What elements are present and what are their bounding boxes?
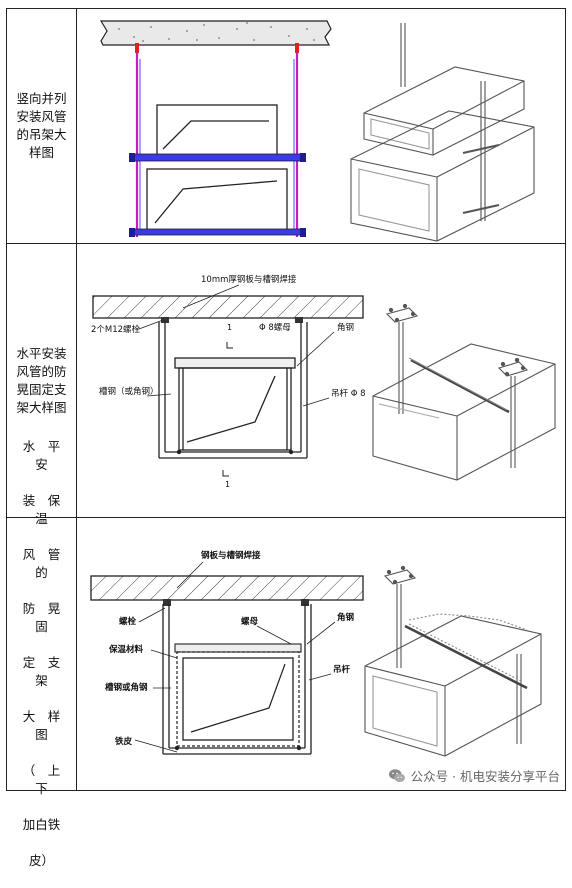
anno-rod: 吊杆 Φ 8 <box>331 388 366 399</box>
channel-frame <box>158 322 308 459</box>
row3-label-line: （ 上 下 <box>22 763 73 796</box>
row1-label: 竖向并列安装风管的吊架大样图 <box>16 91 67 160</box>
channel-frame <box>162 604 312 755</box>
duct-section <box>174 357 296 451</box>
row1-label-cell: 竖向并列安装风管的吊架大样图 <box>7 9 77 243</box>
row3-label-line: 皮） <box>28 853 54 868</box>
anno-bolt: 2个M12螺栓 <box>91 324 141 335</box>
upper-crossbar <box>130 153 306 162</box>
lower-crossbar <box>130 228 306 236</box>
row2-drawing: 10mm厚钢板与槽钢焊接 2个M12螺栓 1 Φ 8螺母 角钢 <box>79 244 565 517</box>
watermark: 公众号 · 机电安装分享平台 <box>383 764 564 787</box>
insulated-duct-section <box>174 643 302 747</box>
ceiling-slab <box>90 575 364 601</box>
anno-insulation: 保温材料 <box>108 644 144 655</box>
anno-channel: 槽钢或角钢 <box>105 682 148 693</box>
anno-bolt: 螺栓 <box>119 616 137 627</box>
drawing-sheet: 竖向并列安装风管的吊架大样图 <box>6 8 566 868</box>
row3-label-line: 水 平 安 <box>22 439 73 472</box>
section-mark-top: 1 <box>227 323 232 332</box>
isometric-braced-duct <box>372 303 556 481</box>
row3-label-line: 定 支 架 <box>22 655 73 688</box>
row3-diagram: 钢板与槽钢焊接 螺栓 螺母 角钢 保温材料 吊杆 槽钢或角钢 铁皮 <box>90 550 542 757</box>
anno-channel: 槽钢（或角钢） <box>99 386 159 397</box>
isometric-stacked-ducts <box>350 23 535 242</box>
anno-rod: 吊杆 <box>333 664 351 675</box>
section-mark-bottom: 1 <box>225 480 230 489</box>
row-vertical-hanger: 竖向并列安装风管的吊架大样图 <box>6 8 566 244</box>
lower-duct-section <box>146 168 288 232</box>
row2-label-cell: 水平安装风管的防晃固定支架大样图 <box>7 244 77 517</box>
row3-label: 水 平 安 装 保 温 风 管 的 防 晃 固 定 支 架 大 样 图 （ 上 … <box>11 420 73 888</box>
anno-iron: 铁皮 <box>115 736 133 747</box>
anno-angle: 角钢 <box>337 612 355 623</box>
anno-nut: Φ 8螺母 <box>259 322 291 333</box>
isometric-insulated-duct <box>364 565 542 757</box>
wechat-icon <box>388 768 405 782</box>
row3-label-line: 装 保 温 <box>22 493 73 526</box>
anno-top-weld: 钢板与槽钢焊接 <box>201 550 261 561</box>
concrete-slab <box>99 20 332 53</box>
row3-label-line: 风 管 的 <box>22 547 73 580</box>
row2-label: 水平安装风管的防晃固定支架大样图 <box>16 345 67 415</box>
anno-nut: 螺母 <box>241 616 259 627</box>
row1-drawing <box>79 9 565 243</box>
anno-angle: 角钢 <box>337 322 354 333</box>
upper-duct-section <box>156 104 278 158</box>
row1-diagram <box>99 20 535 242</box>
anno-top-weld: 10mm厚钢板与槽钢焊接 <box>201 274 297 285</box>
row-insulated-sway-brace: 水 平 安 装 保 温 风 管 的 防 晃 固 定 支 架 大 样 图 （ 上 … <box>6 439 566 868</box>
row3-drawing: 钢板与槽钢焊接 螺栓 螺母 角钢 保温材料 吊杆 槽钢或角钢 铁皮 <box>79 518 565 790</box>
row3-label-line: 大 样 图 <box>22 709 73 742</box>
row3-label-line: 加白铁 <box>22 817 61 832</box>
ceiling-slab <box>92 295 364 319</box>
row3-label-line: 防 晃 固 <box>22 601 73 634</box>
watermark-text: 公众号 · 机电安装分享平台 <box>410 769 560 784</box>
row-horizontal-sway-brace: 水平安装风管的防晃固定支架大样图 10mm厚钢板与槽钢焊接 2个M12螺栓 1 <box>6 243 566 518</box>
row2-diagram: 10mm厚钢板与槽钢焊接 2个M12螺栓 1 Φ 8螺母 角钢 <box>91 274 556 489</box>
row3-label-cell: 水 平 安 装 保 温 风 管 的 防 晃 固 定 支 架 大 样 图 （ 上 … <box>7 439 77 868</box>
